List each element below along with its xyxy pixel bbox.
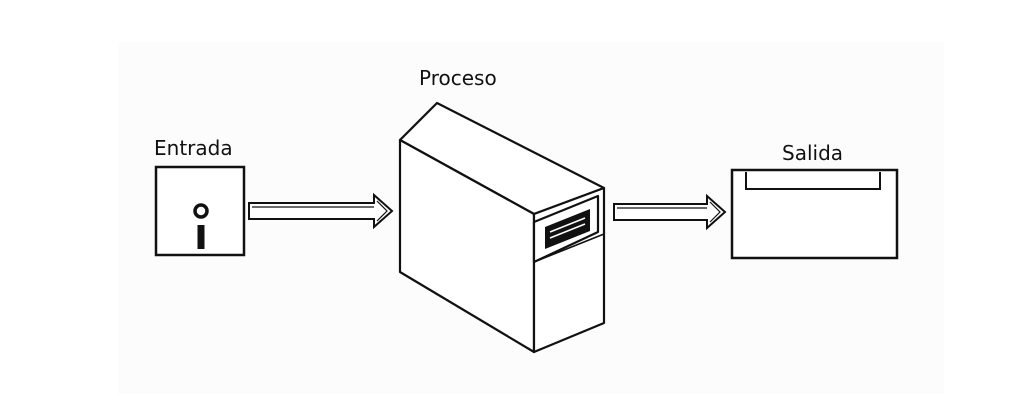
input-label: Entrada [154,136,233,160]
computer-tower-icon [398,101,606,354]
arrow-right-icon [248,192,394,230]
output-label: Salida [782,141,844,165]
printer-tray-icon [730,168,899,260]
floppy-disk-icon [154,165,246,257]
process-label: Proceso [419,66,497,90]
arrow-right-icon [613,193,727,231]
